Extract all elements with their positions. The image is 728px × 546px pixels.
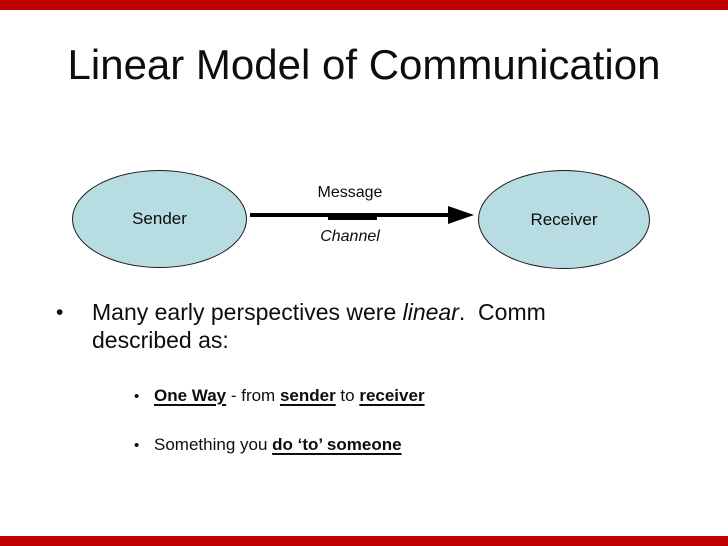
arrow-underline-dash <box>328 217 377 220</box>
top-accent-bar <box>0 0 728 10</box>
sub1-receiver: receiver <box>359 386 425 405</box>
sub1-mid2: to <box>335 386 360 405</box>
main-bullet-pre: Many early perspectives were <box>92 299 403 325</box>
main-bullet-marker: • <box>56 301 64 324</box>
sender-ellipse: Sender <box>72 170 247 268</box>
sub-bullet2-text: Something you do ‘to’ someone <box>154 434 594 455</box>
sub2-pre: Something you <box>154 435 273 454</box>
main-bullet-post: . Comm <box>458 299 546 325</box>
main-bullet-italic: linear <box>402 299 459 325</box>
message-label: Message <box>317 184 383 201</box>
sub-bullet1-marker: • <box>134 388 140 405</box>
arrow-head <box>448 206 474 224</box>
sub1-sender: sender <box>279 386 336 405</box>
sub2-bold: do ‘to’ someone <box>272 435 402 454</box>
bottom-accent-bar <box>0 536 728 546</box>
channel-label: Channel <box>320 228 380 245</box>
sub1-one-way: One Way <box>154 386 227 405</box>
sub-bullet1-text: One Way - from sender to receiver <box>154 385 594 406</box>
sender-label: Sender <box>132 209 187 228</box>
sub1-mid1: - from <box>226 386 280 405</box>
main-bullet-text: Many early perspectives were linear. Com… <box>92 298 597 354</box>
receiver-label: Receiver <box>530 209 598 229</box>
arrow-shaft <box>250 213 460 217</box>
receiver-ellipse: Receiver <box>478 170 650 269</box>
sub-bullet2-marker: • <box>134 437 140 454</box>
main-bullet-line2: described as: <box>92 327 229 353</box>
slide-title: Linear Model of Communication <box>67 41 661 88</box>
